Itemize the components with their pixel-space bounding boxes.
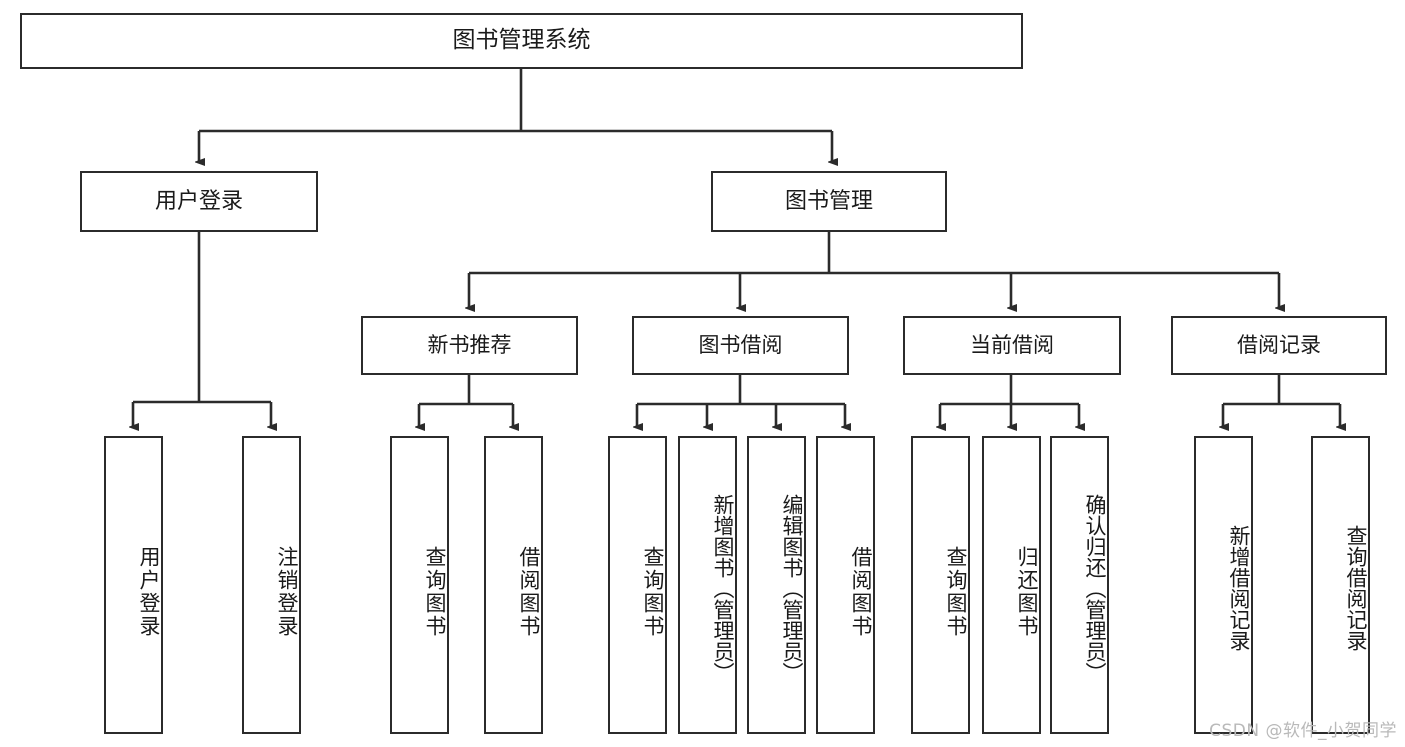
node-root-system[interactable]: 图书管理系统 bbox=[20, 13, 1023, 69]
leaf-confirm-return-admin[interactable]: 确认归还（管理员） bbox=[1050, 436, 1109, 734]
node-label: 注销登录 bbox=[275, 546, 299, 638]
node-label: 用户登录 bbox=[137, 546, 161, 638]
node-label: 图书管理 bbox=[784, 188, 873, 214]
node-label: 借阅图书 bbox=[517, 546, 541, 638]
node-label: 新书推荐 bbox=[427, 333, 512, 358]
node-label: 确认归还（管理员） bbox=[1083, 493, 1107, 683]
watermark-text: CSDN @软件_小贺同学 bbox=[1209, 721, 1397, 741]
leaf-logout[interactable]: 注销登录 bbox=[242, 436, 301, 734]
node-label: 借阅图书 bbox=[849, 546, 873, 638]
leaf-add-borrow-record[interactable]: 新增借阅记录 bbox=[1194, 436, 1253, 734]
leaf-user-login[interactable]: 用户登录 bbox=[104, 436, 163, 734]
leaf-add-book-admin[interactable]: 新增图书（管理员） bbox=[678, 436, 737, 734]
node-label: 新增借阅记录 bbox=[1227, 525, 1251, 651]
node-label: 查询图书 bbox=[944, 546, 968, 638]
node-label: 查询图书 bbox=[641, 546, 665, 638]
node-book-borrow[interactable]: 图书借阅 bbox=[632, 316, 849, 375]
node-current-borrow[interactable]: 当前借阅 bbox=[903, 316, 1121, 375]
node-book-management[interactable]: 图书管理 bbox=[711, 171, 947, 232]
node-new-book-recommend[interactable]: 新书推荐 bbox=[361, 316, 578, 375]
leaf-borrow-book-recommend[interactable]: 借阅图书 bbox=[484, 436, 543, 734]
node-label: 当前借阅 bbox=[970, 333, 1054, 358]
node-user-login[interactable]: 用户登录 bbox=[80, 171, 318, 232]
node-label: 图书借阅 bbox=[698, 333, 783, 358]
leaf-query-book-current[interactable]: 查询图书 bbox=[911, 436, 970, 734]
node-label: 借阅记录 bbox=[1237, 333, 1321, 358]
leaf-query-borrow-record[interactable]: 查询借阅记录 bbox=[1311, 436, 1370, 734]
node-label: 编辑图书（管理员） bbox=[780, 493, 804, 683]
leaf-return-book[interactable]: 归还图书 bbox=[982, 436, 1041, 734]
leaf-query-book-borrow[interactable]: 查询图书 bbox=[608, 436, 667, 734]
leaf-query-book-recommend[interactable]: 查询图书 bbox=[390, 436, 449, 734]
leaf-borrow-book[interactable]: 借阅图书 bbox=[816, 436, 875, 734]
node-label: 用户登录 bbox=[154, 188, 243, 214]
node-label: 查询图书 bbox=[423, 546, 447, 638]
node-label: 查询借阅记录 bbox=[1344, 525, 1368, 651]
node-label: 归还图书 bbox=[1015, 546, 1039, 638]
node-label: 图书管理系统 bbox=[452, 27, 591, 54]
node-label: 新增图书（管理员） bbox=[711, 493, 735, 683]
leaf-edit-book-admin[interactable]: 编辑图书（管理员） bbox=[747, 436, 806, 734]
node-borrow-record[interactable]: 借阅记录 bbox=[1171, 316, 1387, 375]
